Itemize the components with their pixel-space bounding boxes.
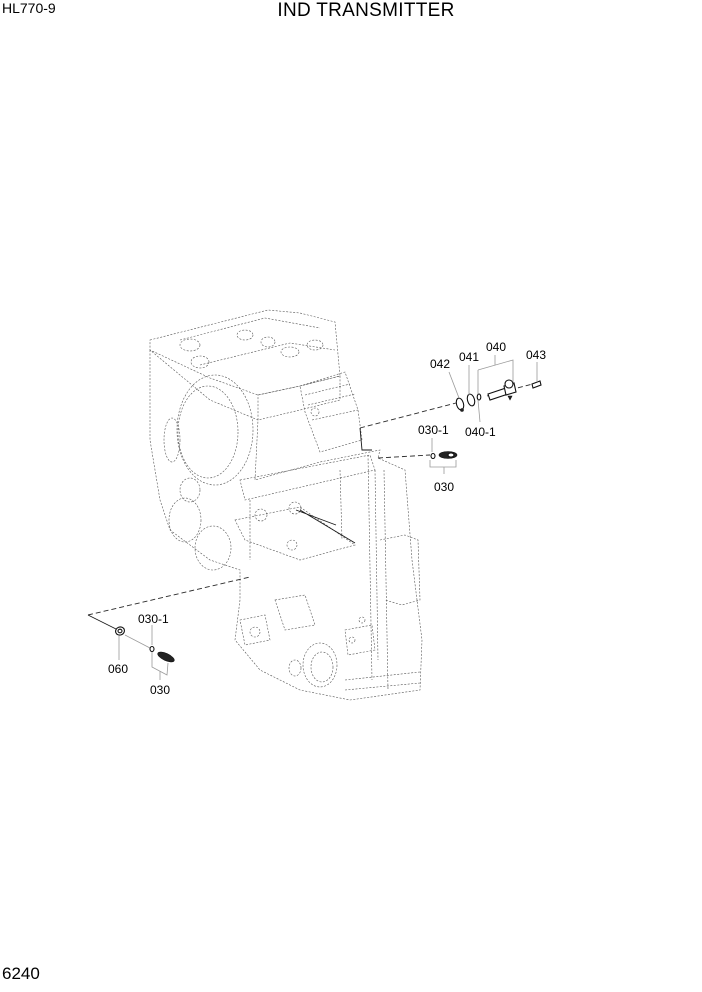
callout-043: 043 (526, 348, 547, 362)
part-043-connector (531, 380, 542, 389)
transmission-housing (149, 309, 423, 701)
part-030-plug-lower (157, 651, 175, 663)
part-041-washer (466, 393, 476, 407)
page-number: 6240 (2, 964, 40, 983)
callout-042: 042 (430, 357, 451, 371)
part-040-1-oring (476, 393, 482, 401)
part-030-1-oring-lower (149, 645, 155, 653)
callout-040-1: 040-1 (465, 425, 496, 439)
callout-060: 060 (108, 662, 129, 676)
leader-lines-middle (429, 438, 457, 474)
callout-041: 041 (459, 350, 480, 364)
page-title: IND TRANSMITTER (277, 0, 455, 21)
part-030-1-oring-upper (430, 452, 436, 460)
leader-lines-upper (448, 355, 538, 423)
callout-030-lower: 030 (150, 683, 171, 697)
part-042-oring (455, 397, 465, 412)
callout-030-1-lower: 030-1 (138, 612, 169, 626)
part-040-transmitter (487, 379, 517, 401)
model-number: HL770-9 (2, 0, 56, 16)
part-060-washer (115, 626, 125, 636)
part-030-plug-upper (438, 451, 458, 459)
leader-lines-lower (118, 625, 169, 680)
assembly-lines (87, 381, 541, 649)
callout-030-upper: 030 (434, 480, 455, 494)
callout-040: 040 (486, 340, 507, 354)
callout-030-1-upper: 030-1 (418, 423, 449, 437)
